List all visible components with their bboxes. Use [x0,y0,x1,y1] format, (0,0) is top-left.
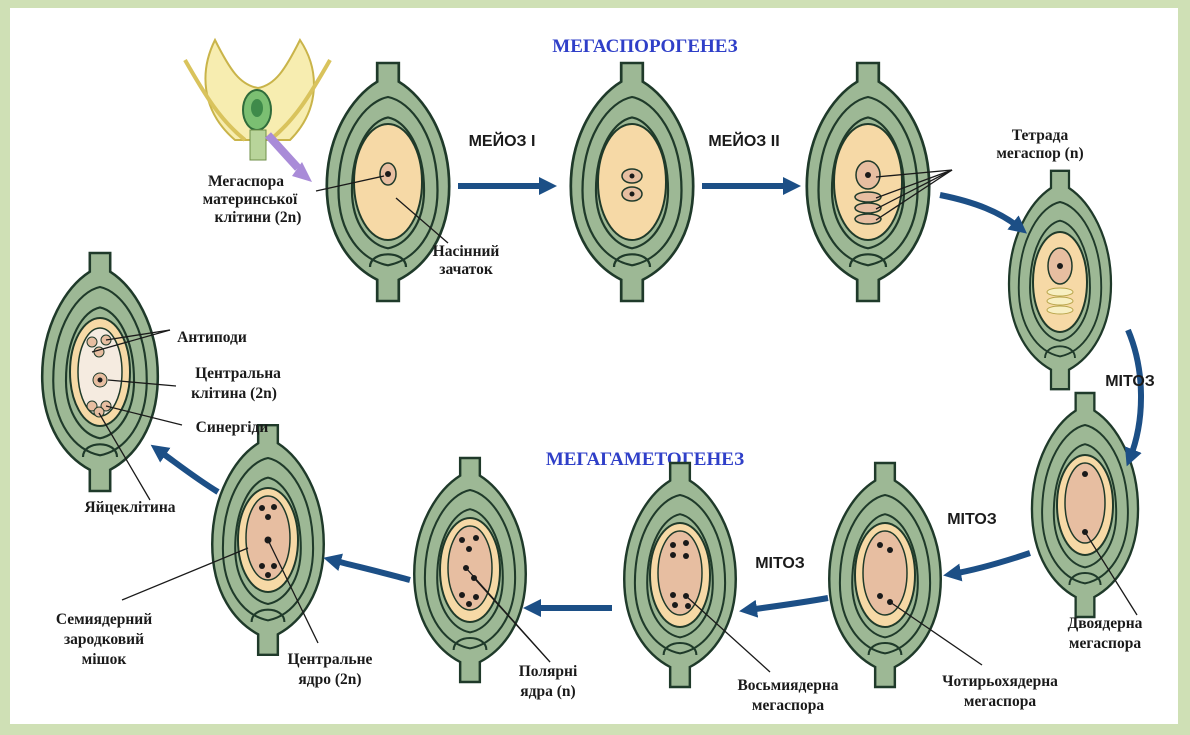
label-embryo-sac-3: мішок [82,651,127,668]
ovule-polar-nuclei [414,458,526,682]
title-megasporogenesis: МЕГАСПОРОГЕНЕЗ [552,36,737,57]
arrow-mitosis-3 [748,598,828,610]
ovule-four-nucleate [829,463,941,687]
label-synergids: Синергіди [196,419,269,436]
megasporogenesis-diagram: МЕГАСПОРОГЕНЕЗ МЕГАГАМЕТОГЕНЕЗ [10,8,1178,724]
diagram-frame: МЕГАСПОРОГЕНЕЗ МЕГАГАМЕТОГЕНЕЗ [10,8,1178,724]
ovule-eight-nucleate [624,463,736,687]
ovule-tetrad [807,63,929,301]
label-egg-cell: Яйцеклітина [84,499,175,516]
label-meiosis-1: МЕЙОЗ I [469,131,536,150]
svg-text:материнської: материнської [203,191,298,208]
label-mother-cell-2: материнської [203,191,298,208]
label-central-cell-2: клітина (2n) [191,385,277,402]
ovule-meiosis-1 [571,63,693,301]
label-central-nucleus-2: ядро (2n) [298,671,361,688]
label-binucleate-2: мегаспора [1069,635,1141,652]
label-tetrad-1: Тетрада [1012,127,1069,144]
label-mother-cell-1: Мегаспора [208,173,284,190]
label-mother-cell-3: клітини (2n) [215,209,302,226]
label-four-nucleate-2: мегаспора [964,693,1036,710]
title-megagametogenesis: МЕГАГАМЕТОГЕНЕЗ [546,449,744,470]
ovule-functional-megaspore [1009,171,1111,389]
label-four-nucleate-1: Чотирьохядерна [942,673,1058,690]
svg-text:клітини (2n): клітини (2n) [215,209,302,226]
label-embryo-sac-2: зародковий [64,631,144,648]
arrow-mitosis-1 [1128,330,1141,458]
label-central-nucleus-1: Центральне [288,651,373,668]
label-mitosis-bottom-right: МІТОЗ [947,511,997,528]
label-polar-nuclei-1: Полярні [519,663,578,680]
label-central-cell-1: Центральна [195,365,281,382]
arrow-mitosis-2 [952,553,1030,574]
label-mitosis-bottom-mid: МІТОЗ [755,555,805,572]
arrow-to-central [332,560,410,580]
label-eight-nucleate-1: Восьмиядерна [737,677,838,694]
arrow-to-embryo-sac [158,450,218,492]
label-ovule-2: зачаток [439,261,493,278]
label-meiosis-2: МЕЙОЗ II [708,131,779,150]
label-binucleate-1: Двоядерна [1068,615,1143,632]
label-mitosis-right: МІТОЗ [1105,373,1155,390]
label-eight-nucleate-2: мегаспора [752,697,824,714]
label-ovule-1: Насінний [433,243,500,260]
label-antipodes: Антиподи [177,329,247,346]
ovule-embryo-sac [42,253,158,491]
svg-text:Мегаспора: Мегаспора [208,173,284,190]
label-polar-nuclei-2: ядра (n) [520,683,575,700]
label-tetrad-2: мегаспор (n) [996,145,1083,162]
flower-icon [185,40,330,182]
arrow-to-functional [940,195,1020,228]
label-embryo-sac-1: Семиядерний [56,611,152,628]
ovule-binucleate [1032,393,1138,617]
ovule-mother-cell [327,63,449,301]
